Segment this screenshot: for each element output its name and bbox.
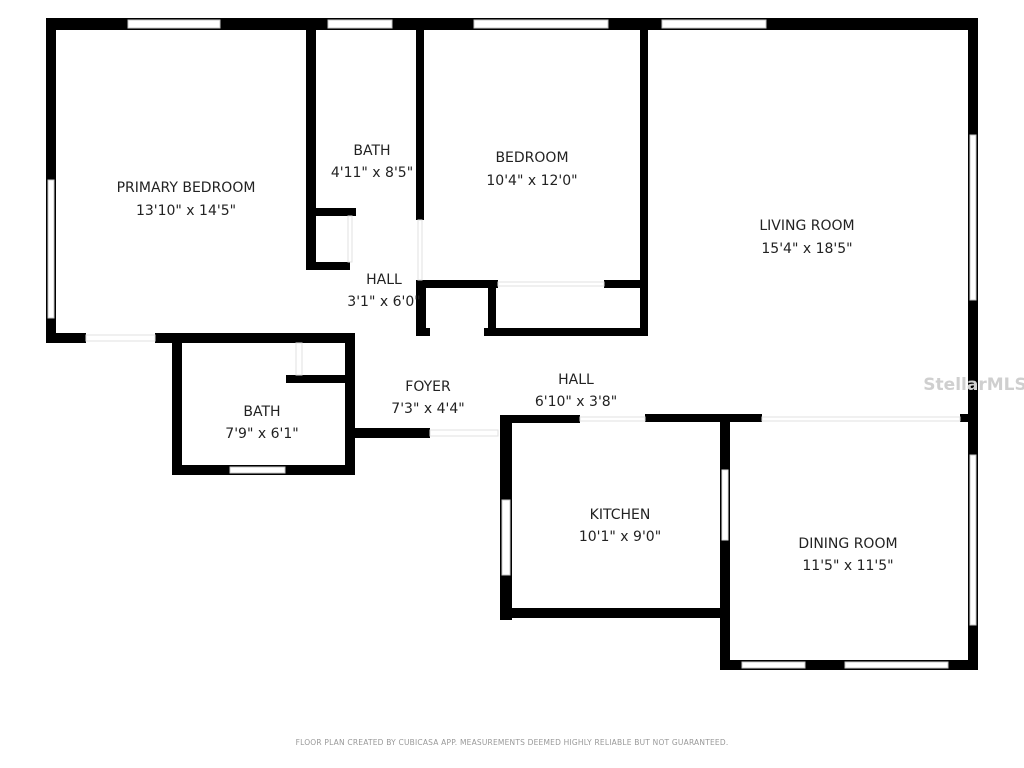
room-size: 13'10" x 14'5" <box>136 203 236 219</box>
room-primary-bedroom: PRIMARY BEDROOM 13'10" x 14'5" <box>117 180 256 219</box>
room-size: 3'1" x 6'0" <box>347 294 420 310</box>
windows <box>47 19 977 669</box>
room-bath-2: BATH 7'9" x 6'1" <box>225 404 298 442</box>
room-name: PRIMARY BEDROOM <box>117 180 256 196</box>
footer-disclaimer: FLOOR PLAN CREATED BY CUBICASA APP. MEAS… <box>296 738 729 747</box>
watermark: StellarMLS <box>923 375 1024 395</box>
openings <box>85 215 961 541</box>
room-name: LIVING ROOM <box>759 218 854 234</box>
room-size: 4'11" x 8'5" <box>331 165 413 181</box>
room-living-room: LIVING ROOM 15'4" x 18'5" <box>759 218 854 257</box>
room-kitchen: KITCHEN 10'1" x 9'0" <box>579 507 661 545</box>
room-size: 11'5" x 11'5" <box>802 558 893 574</box>
room-size: 10'4" x 12'0" <box>486 173 577 189</box>
room-foyer: FOYER 7'3" x 4'4" <box>391 379 464 417</box>
room-name: HALL <box>366 272 402 288</box>
room-name: BATH <box>353 143 390 159</box>
room-name: HALL <box>558 372 594 388</box>
room-name: KITCHEN <box>590 507 651 523</box>
room-size: 15'4" x 18'5" <box>761 241 852 257</box>
room-hall-2: HALL 6'10" x 3'8" <box>535 372 617 410</box>
room-hall-1: HALL 3'1" x 6'0" <box>347 272 420 310</box>
room-size: 7'9" x 6'1" <box>225 426 298 442</box>
room-size: 10'1" x 9'0" <box>579 529 661 545</box>
room-dining-room: DINING ROOM 11'5" x 11'5" <box>798 536 897 574</box>
room-name: BEDROOM <box>495 150 568 166</box>
room-name: BATH <box>243 404 280 420</box>
room-bath-1: BATH 4'11" x 8'5" <box>331 143 413 181</box>
room-bedroom: BEDROOM 10'4" x 12'0" <box>486 150 577 189</box>
room-name: FOYER <box>405 379 451 395</box>
room-size: 7'3" x 4'4" <box>391 401 464 417</box>
room-name: DINING ROOM <box>798 536 897 552</box>
room-size: 6'10" x 3'8" <box>535 394 617 410</box>
